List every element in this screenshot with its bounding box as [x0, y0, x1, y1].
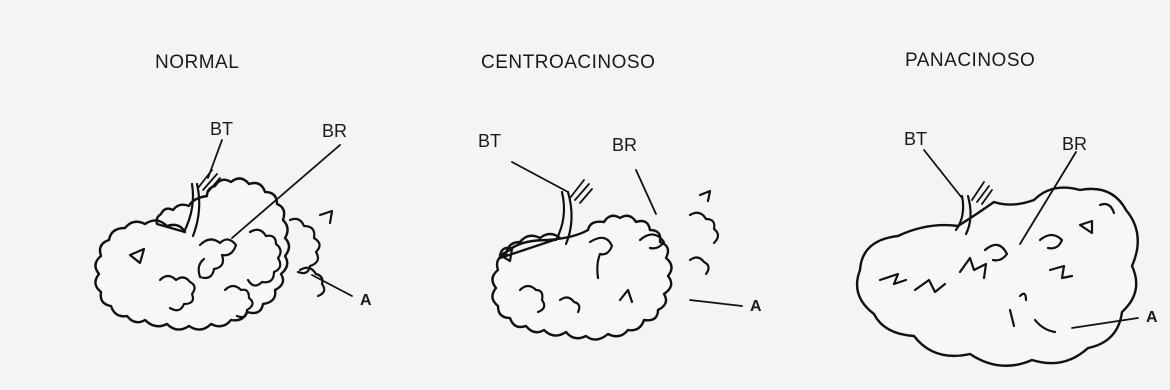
- centro-a-leader: [690, 300, 742, 306]
- panel-normal: NORMAL BT BR A: [95, 52, 372, 330]
- normal-label-a: A: [360, 292, 372, 309]
- panel-normal-title: NORMAL: [155, 52, 239, 73]
- centro-inner-5: [690, 257, 709, 274]
- pan-bt-fibers: [972, 182, 992, 204]
- pan-label-bt: BT: [904, 129, 927, 149]
- panel-centroacinoso: CENTROACINOSO BT BR A: [478, 52, 762, 340]
- pan-label-br: BR: [1062, 134, 1087, 154]
- normal-alveoli-inner-8: [320, 211, 332, 223]
- centro-bronchiole-tube: [556, 192, 564, 240]
- normal-alveoli-inner-6: [300, 268, 324, 296]
- normal-a-leader: [312, 275, 352, 296]
- centro-bt-leader: [512, 162, 568, 192]
- pan-bt-leader: [924, 150, 962, 198]
- centro-inner-4: [690, 213, 718, 243]
- centro-label-br: BR: [612, 135, 637, 155]
- normal-label-bt: BT: [210, 119, 233, 139]
- normal-bt-leader: [208, 140, 222, 178]
- centro-br-leader: [636, 170, 656, 214]
- centro-inner-7: [700, 191, 710, 201]
- centro-label-a: A: [750, 298, 762, 315]
- centro-label-bt: BT: [478, 131, 501, 151]
- normal-alveoli-inner-3: [290, 219, 320, 273]
- pan-acinus-outline: [857, 188, 1138, 366]
- normal-label-br: BR: [322, 121, 347, 141]
- centro-acinus-outline: [492, 216, 671, 340]
- pan-label-a: A: [1146, 309, 1158, 326]
- panel-panacinoso: PANACINOSO BT BR A: [857, 50, 1158, 366]
- panel-centro-title: CENTROACINOSO: [481, 52, 655, 73]
- centro-bt-fibers: [570, 180, 592, 203]
- panel-pan-title: PANACINOSO: [905, 50, 1035, 71]
